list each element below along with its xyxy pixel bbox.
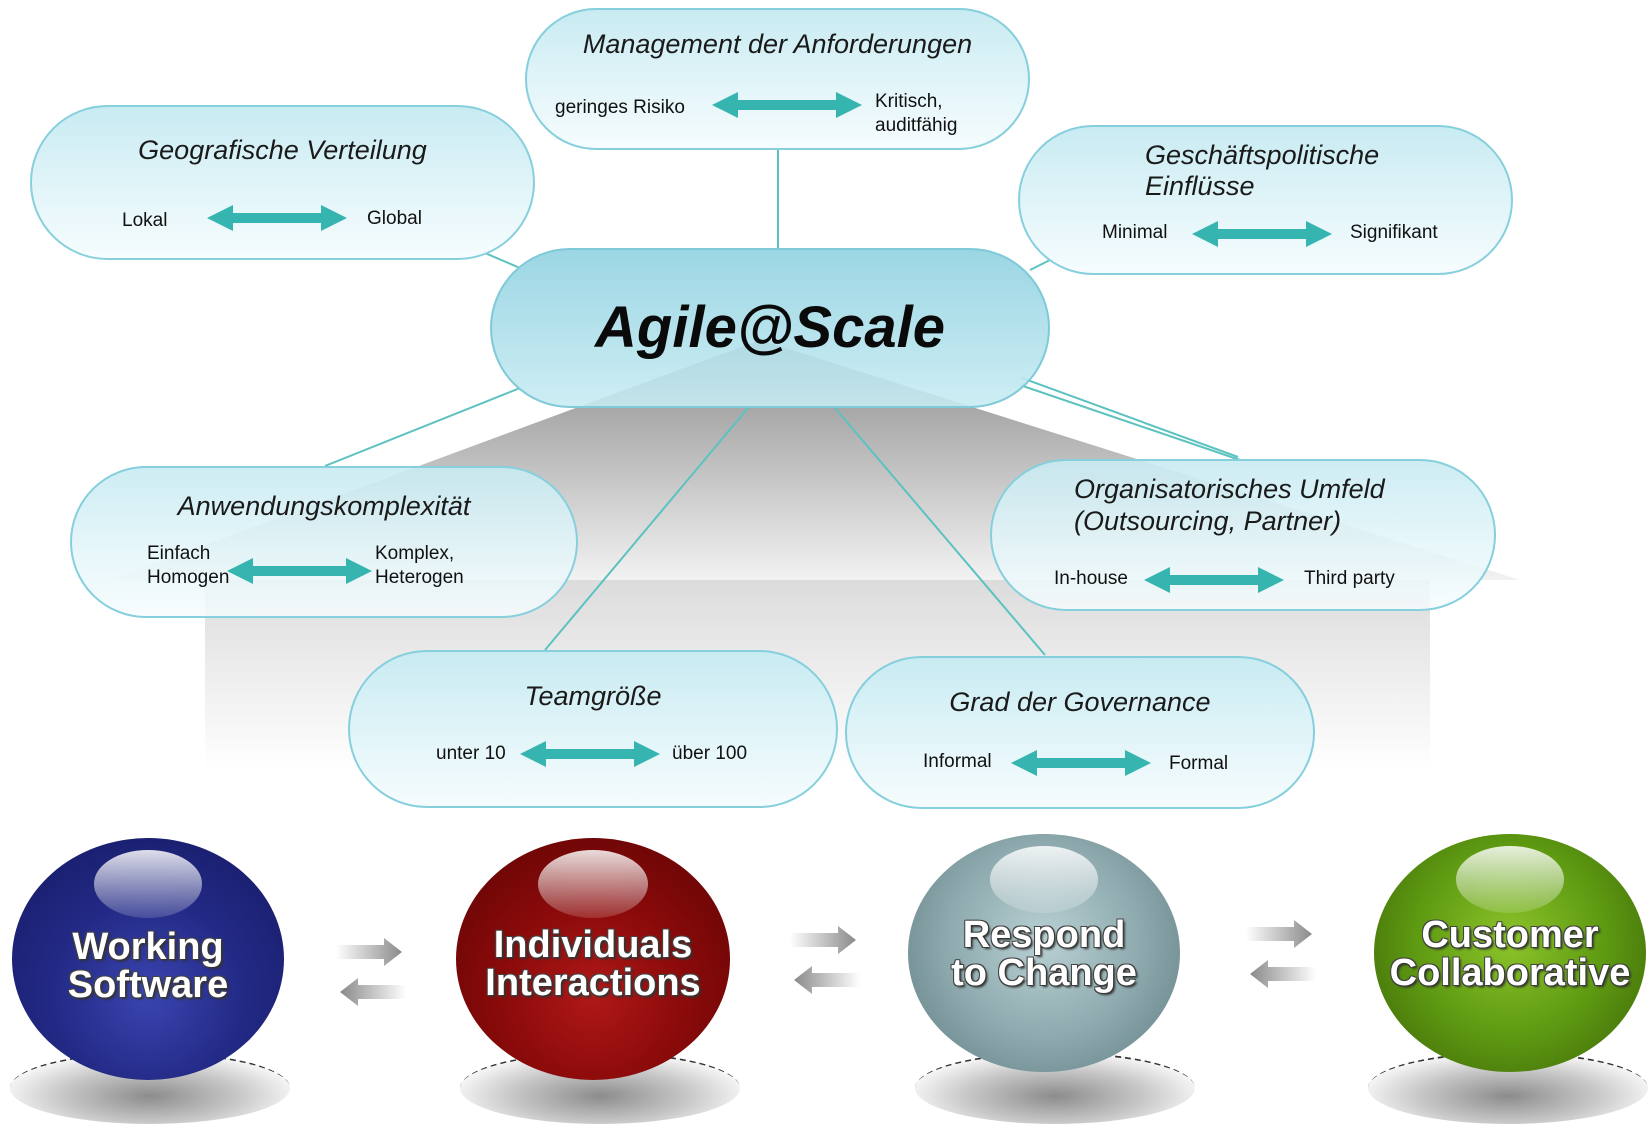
node-organisatorisch-left: In-house	[1054, 568, 1128, 589]
node-teamgroesse-left: unter 10	[436, 743, 506, 764]
node-governance: Grad der Governance Informal Formal	[845, 656, 1315, 809]
sphere-customer-line1: Customer	[1421, 914, 1599, 956]
node-geschaeft-title-1: Geschäftspolitische	[1145, 140, 1380, 170]
node-geschaeft-left: Minimal	[1102, 222, 1168, 243]
node-organisatorisch-right: Third party	[1304, 568, 1395, 589]
node-governance-left: Informal	[923, 751, 992, 772]
node-anwendung-right-1: Komplex,	[375, 543, 455, 564]
sphere-individuals-line1: Individuals	[493, 924, 693, 966]
double-arrow-icon	[207, 205, 347, 231]
node-anwendung-right-2: Heterogen	[375, 567, 464, 588]
node-management-left: geringes Risiko	[555, 97, 685, 118]
node-governance-right: Formal	[1169, 753, 1229, 774]
double-arrow-icon	[1144, 567, 1284, 593]
sphere-individuals-interactions: Individuals Interactions	[456, 838, 730, 1080]
node-anwendung-left-2: Homogen	[147, 567, 230, 588]
double-arrow-icon	[520, 741, 660, 767]
center-title: Agile@Scale	[595, 295, 945, 360]
center-node: Agile@Scale	[490, 248, 1050, 408]
node-management-title: Management der Anforderungen	[582, 29, 973, 59]
node-organisatorisch-title-2: (Outsourcing, Partner)	[1074, 506, 1342, 536]
exchange-arrows-icon	[1246, 920, 1316, 988]
sphere-working-software-line1: Working	[72, 926, 224, 968]
node-governance-title: Grad der Governance	[949, 687, 1211, 717]
sphere-working-software-line2: Software	[67, 964, 229, 1006]
double-arrow-icon	[1011, 750, 1151, 776]
node-anwendung-title: Anwendungskomplexität	[177, 491, 471, 521]
sphere-working-software: Working Software	[12, 838, 284, 1080]
node-geografisch-title: Geografische Verteilung	[138, 135, 427, 165]
double-arrow-icon	[1192, 221, 1332, 247]
double-arrow-icon	[712, 92, 862, 118]
node-geografisch-left: Lokal	[122, 210, 168, 231]
sphere-customer-line2: Collaborative	[1389, 952, 1631, 994]
node-teamgroesse-right: über 100	[672, 743, 748, 764]
node-management-right-2: auditfähig	[875, 115, 958, 136]
node-teamgroesse: Teamgröße unter 10 über 100	[348, 650, 838, 808]
sphere-gloss	[93, 850, 203, 918]
sphere-gloss	[989, 845, 1099, 913]
exchange-arrows-icon	[336, 938, 406, 1006]
sphere-respond-line2: to Change	[951, 952, 1137, 994]
node-organisatorisch: Organisatorisches Umfeld (Outsourcing, P…	[990, 459, 1496, 611]
node-anwendung: Anwendungskomplexität Einfach Homogen Ko…	[70, 466, 578, 618]
node-geschaeft-right: Signifikant	[1350, 222, 1438, 243]
sphere-gloss	[1455, 845, 1565, 913]
node-teamgroesse-title: Teamgröße	[524, 681, 662, 711]
node-geografisch-right: Global	[367, 208, 422, 229]
node-anwendung-left-1: Einfach	[147, 543, 211, 564]
node-management: Management der Anforderungen geringes Ri…	[525, 8, 1030, 150]
sphere-respond-to-change: Respond to Change	[908, 834, 1180, 1072]
double-arrow-icon	[227, 558, 372, 584]
sphere-customer-collaborative: Customer Collaborative	[1374, 834, 1646, 1072]
node-organisatorisch-title-1: Organisatorisches Umfeld	[1074, 474, 1385, 504]
sphere-respond-line1: Respond	[962, 914, 1126, 956]
node-geografisch: Geografische Verteilung Lokal Global	[30, 105, 535, 260]
exchange-arrows-icon	[790, 926, 860, 994]
sphere-gloss	[538, 850, 648, 918]
node-geschaeft: Geschäftspolitische Einflüsse Minimal Si…	[1018, 125, 1513, 275]
node-management-right-1: Kritisch,	[875, 91, 943, 112]
sphere-individuals-line2: Interactions	[485, 962, 701, 1004]
node-geschaeft-title-2: Einflüsse	[1145, 171, 1255, 201]
